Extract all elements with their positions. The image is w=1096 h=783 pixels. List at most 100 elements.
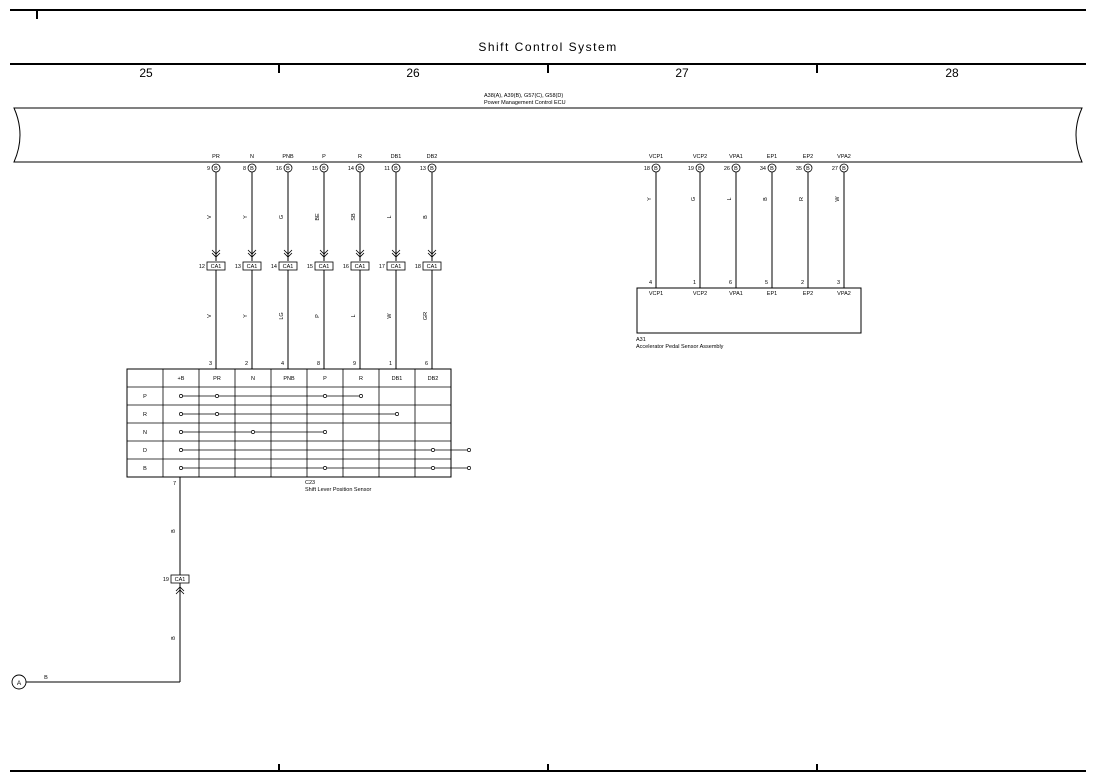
ecu-codes: A38(A), A39(B), G57(C), G58(D) (484, 93, 563, 99)
shift-row-r-contact-0 (179, 412, 183, 416)
shift-row-label-b: B (143, 466, 147, 472)
shift-table-header-n: N (251, 376, 255, 382)
ecu-pin-n-wire-color-upper: Y (243, 215, 249, 219)
ecu-pin-p-junction-arrow (319, 249, 329, 258)
shift-row-b-contact-3 (467, 466, 471, 470)
ecu-pin-ep2-sensor-pin: 2 (801, 280, 804, 286)
ecu-pin-ep2-name: EP2 (803, 154, 813, 160)
ecu-pin-db1-junction-pin: 17 (379, 264, 385, 270)
shift-row-p-contact-0 (179, 394, 183, 398)
ecu-pin-n-connector-letter: B (250, 166, 254, 172)
ecu-pin-p-sensor-pin: 8 (317, 361, 320, 367)
ecu-pin-db2-connector-letter: B (430, 166, 434, 172)
ecu-pin-p-name: P (322, 154, 326, 160)
column-number-27: 27 (675, 66, 689, 80)
accel-sensor-code: A31 (636, 337, 646, 343)
plus-b-pin: 7 (173, 481, 176, 487)
ecu-pin-db2-wire-color-lower: GR (423, 312, 429, 320)
ground-wire-color-horizontal: B (44, 675, 48, 681)
column-number-26: 26 (406, 66, 420, 80)
accel-terminal-ep1: EP1 (767, 291, 777, 297)
ground-junction-label: CA1 (175, 577, 186, 583)
ecu-pin-ep1-name: EP1 (767, 154, 777, 160)
ecu-pin-ep2-connector-letter: B (806, 166, 810, 172)
ecu-pin-vcp2-connector-letter: B (698, 166, 702, 172)
shift-row-label-d: D (143, 448, 147, 454)
shift-row-d-contact-1 (431, 448, 435, 452)
ecu-pin-n-name: N (250, 154, 254, 160)
ecu-pin-pr-junction-label: CA1 (211, 264, 222, 270)
ecu-pin-vcp2-wire-color: G (691, 197, 697, 201)
ecu-pin-p-wire-color-lower: P (315, 314, 321, 318)
ecu-pin-vpa2-wire-color: W (835, 196, 841, 202)
ecu-pin-pr-wire-color-lower: V (207, 314, 213, 318)
ecu-pin-r-name: R (358, 154, 362, 160)
shift-table-header-r: R (359, 376, 363, 382)
ecu-pin-pnb-sensor-pin: 4 (281, 361, 284, 367)
ecu-pin-pr-junction-pin: 12 (199, 264, 205, 270)
ecu-pin-ep1-connector-letter: B (770, 166, 774, 172)
ecu-pin-ep1-number: 34 (760, 166, 766, 172)
ecu-pin-db2-junction-label: CA1 (427, 264, 438, 270)
column-number-25: 25 (139, 66, 153, 80)
ecu-pin-vcp2-name: VCP2 (693, 154, 707, 160)
accel-sensor-name: Accelerator Pedal Sensor Assembly (636, 344, 724, 350)
ecu-pin-db1-junction-arrow (391, 249, 401, 258)
shift-row-n-contact-1 (251, 430, 255, 434)
ecu-pin-vpa1-name: VPA1 (729, 154, 743, 160)
ecu-name: Power Management Control ECU (484, 100, 566, 106)
ground-wire-color-upper: B (171, 529, 177, 533)
ground-reference-circle (11, 674, 27, 690)
shift-row-d-contact-2 (467, 448, 471, 452)
shift-row-n-contact-2 (323, 430, 327, 434)
ground-reference-letter: A (17, 680, 22, 687)
ecu-pin-vcp1-sensor-pin: 4 (649, 280, 652, 286)
ecu-pin-db2-number: 13 (420, 166, 426, 172)
accel-terminal-vcp1: VCP1 (649, 291, 663, 297)
ecu-pin-pnb-number: 16 (276, 166, 282, 172)
shift-row-b-contact-0 (179, 466, 183, 470)
ecu-pin-r-connector-letter: B (358, 166, 362, 172)
ecu-pin-p-number: 15 (312, 166, 318, 172)
ecu-pin-vcp2-sensor-pin: 1 (693, 280, 696, 286)
accel-terminal-ep2: EP2 (803, 291, 813, 297)
ecu-pin-ep1-sensor-pin: 5 (765, 280, 768, 286)
ecu-pin-vpa2-sensor-pin: 3 (837, 280, 840, 286)
ecu-pin-pr-connector-letter: B (214, 166, 218, 172)
ecu-pin-n-junction-pin: 13 (235, 264, 241, 270)
shift-sensor-name: Shift Lever Position Sensor (305, 487, 372, 493)
accel-sensor-body (636, 287, 862, 334)
shift-row-n-contact-0 (179, 430, 183, 434)
ecu-pin-db1-wire-color-lower: W (387, 313, 393, 319)
shift-table-header-pr: PR (213, 376, 221, 382)
accel-terminal-vcp2: VCP2 (693, 291, 707, 297)
ecu-pin-db2-name: DB2 (427, 154, 438, 160)
ecu-pin-vcp1-connector-letter: B (654, 166, 658, 172)
ecu-pin-p-connector-letter: B (322, 166, 326, 172)
ecu-pin-db1-name: DB1 (391, 154, 402, 160)
ecu-pin-db2-sensor-pin: 6 (425, 361, 428, 367)
ecu-pin-pnb-wire-color-upper: G (279, 215, 285, 219)
ecu-pin-vpa1-number: 26 (724, 166, 730, 172)
shift-row-p-contact-2 (323, 394, 327, 398)
ecu-pin-pnb-junction-pin: 14 (271, 264, 277, 270)
ecu-pin-db1-connector-letter: B (394, 166, 398, 172)
ecu-pin-n-number: 8 (243, 166, 246, 172)
shift-row-b-contact-2 (431, 466, 435, 470)
ecu-pin-r-junction-label: CA1 (355, 264, 366, 270)
ecu-body (13, 107, 1083, 163)
ecu-pin-n-wire-color-lower: Y (243, 314, 249, 318)
ecu-pin-vcp2-number: 19 (688, 166, 694, 172)
accel-terminal-vpa1: VPA1 (729, 291, 743, 297)
ecu-pin-db1-number: 11 (384, 166, 390, 172)
ecu-pin-pr-junction-arrow (211, 249, 221, 258)
ecu-pin-r-wire-color-lower: L (351, 314, 357, 317)
shift-row-label-n: N (143, 430, 147, 436)
accel-terminal-vpa2: VPA2 (837, 291, 851, 297)
column-number-28: 28 (945, 66, 959, 80)
diagram-title: Shift Control System (478, 40, 617, 54)
